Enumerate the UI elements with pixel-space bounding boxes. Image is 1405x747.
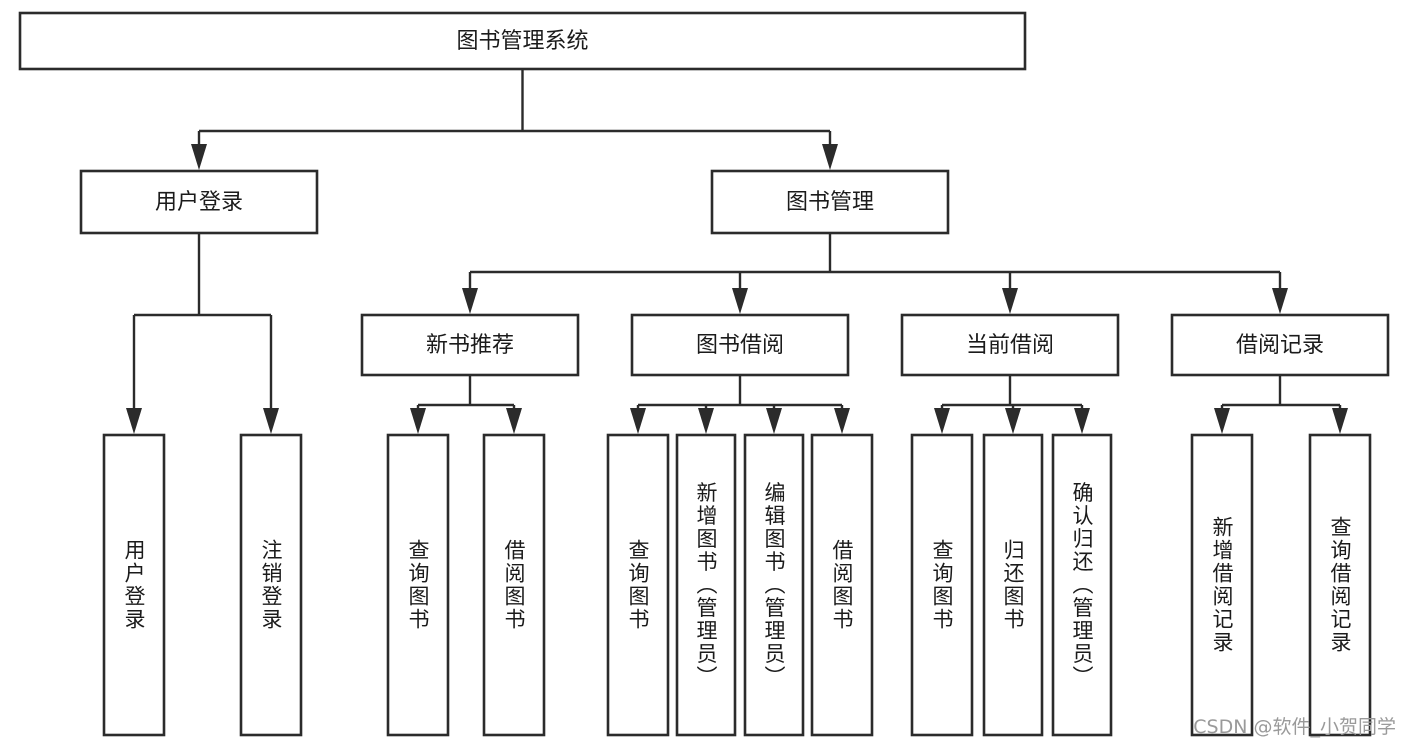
node-leaf-query-book-1[interactable]: 查询图书 (386, 433, 450, 737)
node-label-leaf-query-borrow-record: 查询借阅记录 (1328, 516, 1352, 654)
node-box-leaf-edit-book (743, 433, 805, 737)
node-label-root: 图书管理系统 (456, 29, 588, 54)
node-label-new-book-recommend: 新书推荐 (426, 333, 514, 358)
arrow-new-book-recommend (462, 288, 478, 314)
node-label-book-management: 图书管理 (786, 190, 874, 215)
arrow-leaf-add-borrow-record (1214, 408, 1230, 434)
connector-layer (126, 69, 1348, 434)
node-leaf-borrow-book-1[interactable]: 借阅图书 (482, 433, 546, 737)
arrow-leaf-query-book-2 (630, 408, 646, 434)
node-box-leaf-borrow-book-1 (482, 433, 546, 737)
node-box-leaf-query-book-3 (910, 433, 974, 737)
node-leaf-logout-login[interactable]: 注销登录 (239, 433, 303, 737)
node-leaf-add-borrow-record[interactable]: 新增借阅记录 (1190, 433, 1254, 737)
arrow-leaf-add-book (698, 408, 714, 434)
node-leaf-confirm-return[interactable]: 确认归还（管理员） (1051, 433, 1113, 737)
node-label-book-borrow: 图书借阅 (696, 333, 784, 358)
arrow-leaf-return-book (1005, 408, 1021, 434)
node-leaf-query-borrow-record[interactable]: 查询借阅记录 (1308, 433, 1372, 737)
node-box-leaf-query-book-1 (386, 433, 450, 737)
node-box-leaf-add-book (675, 433, 737, 737)
node-box-current-borrow (900, 313, 1120, 377)
arrow-leaf-borrow-book-2 (834, 408, 850, 434)
csdn-watermark: CSDN @软件_小贺同学 (1193, 716, 1396, 738)
node-book-borrow[interactable]: 图书借阅 (630, 313, 850, 377)
arrow-borrow-record (1272, 288, 1288, 314)
node-label-leaf-add-book: 新增图书（管理员） (694, 482, 718, 689)
arrow-book-management (822, 144, 838, 170)
arrow-leaf-borrow-book-1 (506, 408, 522, 434)
node-label-leaf-query-book-2: 查询图书 (626, 539, 650, 631)
arrow-leaf-query-book-3 (934, 408, 950, 434)
node-label-user-login: 用户登录 (155, 190, 243, 215)
node-label-leaf-borrow-book-2: 借阅图书 (830, 539, 854, 631)
node-layer: 图书管理系统用户登录图书管理新书推荐图书借阅当前借阅借阅记录用户登录注销登录查询… (18, 11, 1390, 737)
node-leaf-query-book-2[interactable]: 查询图书 (606, 433, 670, 737)
node-new-book-recommend[interactable]: 新书推荐 (360, 313, 580, 377)
node-box-leaf-query-book-2 (606, 433, 670, 737)
node-borrow-record[interactable]: 借阅记录 (1170, 313, 1390, 377)
node-label-leaf-query-book-3: 查询图书 (930, 539, 954, 631)
node-label-leaf-query-book-1: 查询图书 (406, 539, 430, 631)
node-leaf-edit-book[interactable]: 编辑图书（管理员） (743, 433, 805, 737)
arrow-leaf-confirm-return (1074, 408, 1090, 434)
node-label-leaf-confirm-return: 确认归还（管理员） (1070, 482, 1094, 689)
node-box-leaf-confirm-return (1051, 433, 1113, 737)
node-box-leaf-logout-login (239, 433, 303, 737)
node-box-root (18, 11, 1027, 71)
node-leaf-return-book[interactable]: 归还图书 (982, 433, 1044, 737)
node-box-borrow-record (1170, 313, 1390, 377)
node-box-book-management (710, 169, 950, 235)
arrow-current-borrow (1002, 288, 1018, 314)
node-box-leaf-add-borrow-record (1190, 433, 1254, 737)
node-leaf-borrow-book-2[interactable]: 借阅图书 (810, 433, 874, 737)
node-box-new-book-recommend (360, 313, 580, 377)
node-box-leaf-return-book (982, 433, 1044, 737)
node-label-borrow-record: 借阅记录 (1236, 333, 1324, 358)
node-root[interactable]: 图书管理系统 (18, 11, 1027, 71)
arrow-leaf-edit-book (766, 408, 782, 434)
node-leaf-user-login[interactable]: 用户登录 (102, 433, 166, 737)
arrow-leaf-query-book-1 (410, 408, 426, 434)
node-label-leaf-edit-book: 编辑图书（管理员） (762, 482, 786, 689)
node-label-leaf-borrow-book-1: 借阅图书 (502, 539, 526, 631)
arrow-user-login (191, 144, 207, 170)
node-leaf-add-book[interactable]: 新增图书（管理员） (675, 433, 737, 737)
node-box-leaf-user-login (102, 433, 166, 737)
node-box-leaf-query-borrow-record (1308, 433, 1372, 737)
arrow-leaf-logout-login (263, 408, 279, 434)
node-label-leaf-return-book: 归还图书 (1001, 539, 1025, 631)
node-label-leaf-add-borrow-record: 新增借阅记录 (1210, 516, 1234, 654)
arrow-book-borrow (732, 288, 748, 314)
arrow-leaf-query-borrow-record (1332, 408, 1348, 434)
node-current-borrow[interactable]: 当前借阅 (900, 313, 1120, 377)
node-user-login[interactable]: 用户登录 (79, 169, 319, 235)
node-label-current-borrow: 当前借阅 (966, 333, 1054, 358)
node-leaf-query-book-3[interactable]: 查询图书 (910, 433, 974, 737)
node-box-book-borrow (630, 313, 850, 377)
node-label-leaf-logout-login: 注销登录 (259, 539, 283, 631)
node-box-user-login (79, 169, 319, 235)
arrow-leaf-user-login (126, 408, 142, 434)
node-label-leaf-user-login: 用户登录 (122, 539, 146, 631)
node-book-management[interactable]: 图书管理 (710, 169, 950, 235)
node-box-leaf-borrow-book-2 (810, 433, 874, 737)
